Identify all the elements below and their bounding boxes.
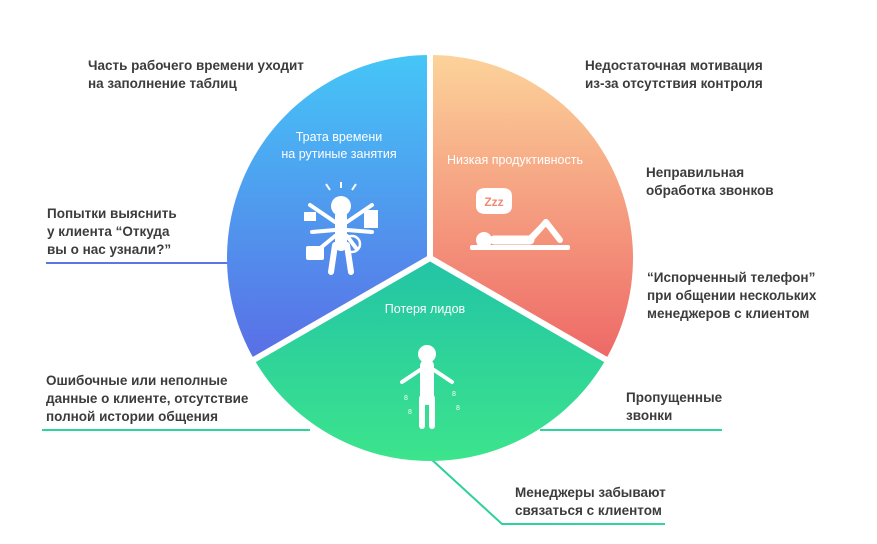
callout-forget-contact: Менеджеры забывают связаться с клиентом [515, 484, 666, 520]
segment-title-productivity: Низкая продуктивность [435, 152, 595, 169]
callout-line: Неправильная [646, 165, 745, 180]
callout-motivation: Недостаточная мотивация из-за отсутствия… [585, 57, 763, 93]
callout-source-question: Попытки выяснить у клиента “Откуда вы о … [47, 205, 177, 259]
callout-line: Попытки выяснить [47, 206, 177, 221]
callout-line: на заполнение таблиц [88, 76, 237, 91]
svg-text:8: 8 [456, 405, 460, 412]
sleep-text: Zzz [484, 195, 503, 209]
segment-title-line: Низкая продуктивность [447, 153, 583, 167]
segment-productivity [430, 55, 633, 360]
callout-line: Часть рабочего времени уходит [88, 58, 304, 73]
callout-line: у клиента “Откуда [47, 224, 170, 239]
callout-missed-calls: Пропущенные звонки [626, 389, 722, 425]
segment-title-line: Потеря лидов [384, 302, 466, 316]
segment-time [227, 55, 430, 360]
callout-table-filling: Часть рабочего времени уходит на заполне… [88, 57, 304, 93]
callout-call-handling: Неправильная обработка звонков [646, 164, 774, 200]
segment-title-line: Трата времени [295, 130, 383, 144]
callout-line: Недостаточная мотивация [585, 58, 763, 73]
callout-line: из-за отсутствия контроля [585, 76, 763, 91]
segment-title-line: на рутиные занятия [281, 147, 397, 161]
callout-line: “Испорченный телефон” [647, 270, 816, 285]
segment-title-time: Трата времени на рутиные занятия [264, 129, 414, 163]
connector-lines [42, 96, 818, 525]
svg-text:8: 8 [404, 395, 408, 402]
sleeping-person-icon: Zzz [470, 188, 570, 250]
callout-line: обработка звонков [646, 183, 774, 198]
callout-line: Менеджеры забывают [515, 485, 666, 500]
callout-line: звонки [626, 408, 673, 423]
callout-line: данные о клиенте, отсутствие [46, 391, 249, 406]
callout-line: связаться с клиентом [515, 503, 662, 518]
busy-person-icon [304, 182, 378, 275]
callout-line: Ошибочные или неполные [46, 373, 228, 388]
svg-text:8: 8 [452, 391, 456, 398]
segment-title-leads: Потеря лидов [360, 301, 490, 318]
callout-line: при общении нескольких [647, 288, 817, 303]
callout-line: Пропущенные [626, 390, 723, 405]
callout-line: менеджеров с клиентом [647, 306, 810, 321]
svg-text:8: 8 [408, 409, 412, 416]
callout-client-data: Ошибочные или неполные данные о клиенте,… [46, 372, 248, 426]
callout-broken-phone: “Испорченный телефон” при общении нескол… [647, 269, 816, 323]
segment-separators [248, 50, 612, 365]
callout-line: вы о нас узнали?” [47, 242, 172, 257]
confused-person-icon: 8 8 8 8 [400, 345, 460, 429]
callout-line: полной истории общения [46, 409, 218, 424]
connector-b1 [429, 457, 665, 525]
